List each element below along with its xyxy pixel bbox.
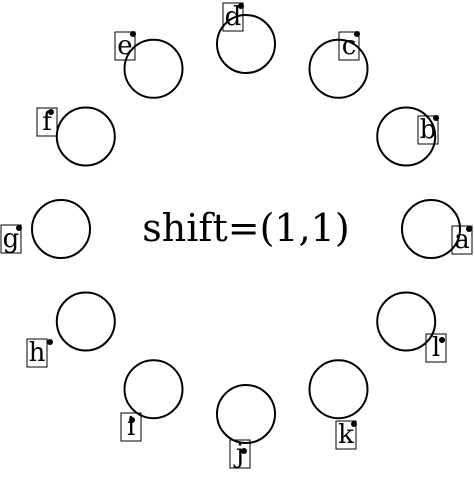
node-anchor-dot-a [466,226,472,232]
node-anchor-dot-g [16,225,22,231]
node-label-d: d [225,2,242,32]
node-label-e: e [117,31,132,61]
node-label-box-f [36,107,58,137]
node-label-g: g [3,224,20,254]
node-label-box-b [417,115,439,145]
node-label-box-l [425,333,447,363]
node-anchor-dot-l [439,337,445,343]
node-circle-b [376,106,437,167]
node-label-b: b [420,115,437,145]
node-f: f [36,106,116,167]
node-circle-e [123,38,184,99]
node-anchor-dot-f [48,109,54,115]
node-anchor-dot-j [241,448,247,454]
node-anchor-dot-c [354,31,360,37]
node-circle-h [55,291,116,352]
node-c: c [308,31,369,99]
node-circle-g [31,199,91,259]
node-label-c: c [342,31,357,61]
node-label-box-g [0,224,22,254]
node-label-box-i [120,412,142,442]
node-label-j: j [233,439,244,469]
node-k: k [308,359,369,450]
node-label-box-h [26,338,48,368]
node-label-i: i [127,412,135,442]
node-label-box-j [229,439,251,469]
node-a: a [401,199,473,259]
node-l: l [376,291,447,363]
node-i: i [120,359,184,442]
node-anchor-dot-h [47,339,53,345]
node-h: h [26,291,116,368]
node-g: g [0,199,91,259]
node-anchor-dot-b [433,115,439,121]
node-label-box-d [222,2,244,32]
node-label-l: l [432,333,440,363]
diagram-title: shift=(1,1) [142,206,349,250]
node-circle-a [401,199,461,259]
node-anchor-dot-e [130,31,136,37]
nodes-layer: a b c d e f g h i j k l [0,2,473,469]
node-anchor-dot-k [351,421,357,427]
node-circle-d [216,14,276,74]
node-anchor-dot-i [129,417,135,423]
node-label-k: k [338,420,354,450]
node-d: d [216,2,276,74]
node-label-h: h [29,338,46,368]
node-e: e [114,31,184,99]
node-circle-j [216,384,276,444]
node-label-a: a [454,225,470,255]
node-label-box-k [335,420,357,450]
node-anchor-dot-d [238,3,244,9]
node-circle-l [376,291,437,352]
node-label-box-a [451,225,473,255]
node-label-box-e [114,31,136,61]
node-circle-k [308,359,369,420]
node-j: j [216,384,276,469]
node-circle-f [55,106,116,167]
node-label-box-c [338,31,360,61]
node-b: b [376,106,439,167]
node-circle-i [123,359,184,420]
